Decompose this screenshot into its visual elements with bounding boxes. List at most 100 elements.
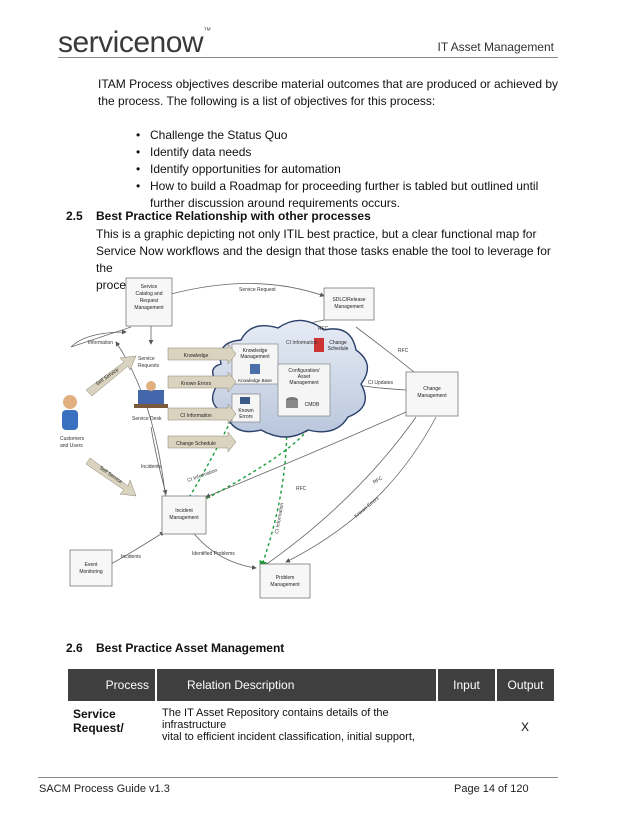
footer-document-name: SACM Process Guide v1.3 <box>39 783 170 795</box>
service-catalog-box <box>125 277 173 327</box>
description-line-2: vital to efficient incident classificati… <box>162 731 415 743</box>
service-catalog-label-1: Service <box>141 284 158 290</box>
section-line-2: Service Now workflows and the design tha… <box>96 244 551 275</box>
known-errors-icon <box>240 397 250 404</box>
bullet-icon: • <box>136 145 141 159</box>
process-line-2: Request/ <box>73 721 124 735</box>
change-management-box <box>405 371 459 417</box>
list-item-text: Challenge the Status Quo <box>150 128 288 142</box>
sdlc-box <box>323 287 375 321</box>
connector-rfc-mid <box>205 411 407 498</box>
ci-information-arrow <box>167 403 237 425</box>
service-requests-label-1: Service <box>138 356 155 362</box>
asset-management-table: Process Relation Description Input Outpu… <box>66 669 554 753</box>
intro-line-2: the process. The following is a list of … <box>98 94 436 108</box>
config-label-2: Asset <box>298 374 311 380</box>
section-number: 2.5 <box>66 209 83 223</box>
known-errors-arrow <box>167 371 237 393</box>
process-line-1: Service <box>73 707 116 721</box>
table-header-row: Process Relation Description Input Outpu… <box>66 669 554 701</box>
document-title: IT Asset Management <box>437 40 554 54</box>
ci-information-arrow-label: CI Information <box>180 413 212 419</box>
section-number: 2.6 <box>66 641 83 655</box>
list-item: • Identify data needs <box>136 144 550 161</box>
customers-label-1: Customers <box>60 436 85 442</box>
service-catalog-label-2: Catalog and <box>136 291 163 297</box>
service-catalog-label-4: Management <box>134 305 164 311</box>
knowledge-arrow-label: Knowledge <box>184 353 209 359</box>
self-service-arrow-bottom <box>85 457 137 497</box>
customers-icon <box>62 395 78 430</box>
bullet-icon: • <box>136 179 141 193</box>
section-paragraph: This is a graphic depicting not only ITI… <box>96 226 566 294</box>
bullet-icon: • <box>136 128 141 142</box>
logo-text: servicenow <box>58 26 204 59</box>
column-header-description: Relation Description <box>155 669 437 701</box>
problem-label-2: Management <box>270 582 300 588</box>
config-label-1: Configuration/ <box>288 368 320 374</box>
service-desk-label: Service Desk <box>132 416 162 422</box>
objectives-list: • Challenge the Status Quo • Identify data… <box>136 127 550 212</box>
header-divider <box>58 57 558 58</box>
output-cell: X <box>520 720 529 734</box>
information-label: Information <box>88 340 113 346</box>
service-request-label: Service Request <box>239 287 276 293</box>
green-link-incident <box>180 409 237 512</box>
known-errors-arrow-label: Known Errors <box>181 381 212 387</box>
intro-line-1: ITAM Process objectives describe materia… <box>98 77 558 91</box>
ci-info-mid-label: CI Information <box>274 502 285 534</box>
self-service-bottom-label: Self Service <box>98 465 123 485</box>
list-item-continuation: further discussion around requirements o… <box>150 195 550 212</box>
book-icon <box>250 364 260 374</box>
table-row: Service Request/ The IT Asset Repository… <box>67 701 554 753</box>
process-cell: Service Request/ <box>67 701 156 753</box>
connector-information <box>70 326 132 348</box>
known-errors-label-1: Known <box>238 408 254 414</box>
incident-label-2: Management <box>169 515 199 521</box>
incidents-low-label: Incidents <box>121 554 142 560</box>
incident-management-box <box>161 495 207 535</box>
list-item-text: Identify opportunities for automation <box>150 162 341 176</box>
problem-label-1: Problem <box>276 575 295 581</box>
knowledge-arrow <box>167 343 237 365</box>
description-line-1: The IT Asset Repository contains details… <box>162 707 389 731</box>
connector-rfc-low <box>285 416 437 563</box>
change-schedule-arrow-label: Change Schedule <box>176 441 216 447</box>
rfc-mid-label: RFC <box>296 486 307 492</box>
service-catalog-label-3: Request <box>140 298 159 304</box>
ci-info-top-label: CI Information <box>286 340 318 346</box>
section-title: Best Practice Relationship with other pr… <box>96 209 371 223</box>
cmdb-label: CMDB <box>305 402 320 408</box>
ci-updates-label: CI Updates <box>368 380 394 386</box>
identified-problems-label: Identified Problems <box>192 551 235 557</box>
column-header-input: Input <box>436 669 496 701</box>
service-desk-icon <box>134 381 168 408</box>
event-label-2: Monitoring <box>79 569 103 575</box>
connector-information-arrow <box>70 329 127 348</box>
self-service-arrow-top <box>85 355 137 397</box>
sdlc-label-1: SDLC/Release <box>332 297 365 303</box>
list-item: •Identify opportunities for automation <box>136 161 550 178</box>
list-item-text: further discussion around requirements o… <box>150 196 401 210</box>
green-link-cross <box>179 401 315 513</box>
event-label-1: Event <box>85 562 98 568</box>
list-item: • Challenge the Status Quo <box>136 127 550 144</box>
change-label-1: Change <box>423 386 441 392</box>
config-label-3: Management <box>289 380 319 386</box>
footer-divider <box>38 777 558 778</box>
known-errors-label-2: Errors <box>239 414 253 420</box>
change-schedule-label-2: Schedule <box>328 346 349 352</box>
footer-page-number: Page 14 of 120 <box>454 783 529 795</box>
input-cell <box>437 701 496 753</box>
list-item-text: How to build a Roadmap for proceeding fu… <box>150 179 539 193</box>
problem-management-box <box>259 563 311 599</box>
green-link-problem <box>259 406 288 570</box>
section-title: Best Practice Asset Management <box>96 641 285 655</box>
change-schedule-label-1: Change <box>329 340 347 346</box>
servicenow-logo: servicenow™ <box>58 26 211 60</box>
description-cell: The IT Asset Repository contains details… <box>156 701 437 753</box>
rfc-top-label: RFC <box>318 326 329 332</box>
rfc-right-label: RFC <box>398 348 409 354</box>
list-item-text: Identify data needs <box>150 145 252 159</box>
section-line-1: This is a graphic depicting not only ITI… <box>96 227 537 241</box>
